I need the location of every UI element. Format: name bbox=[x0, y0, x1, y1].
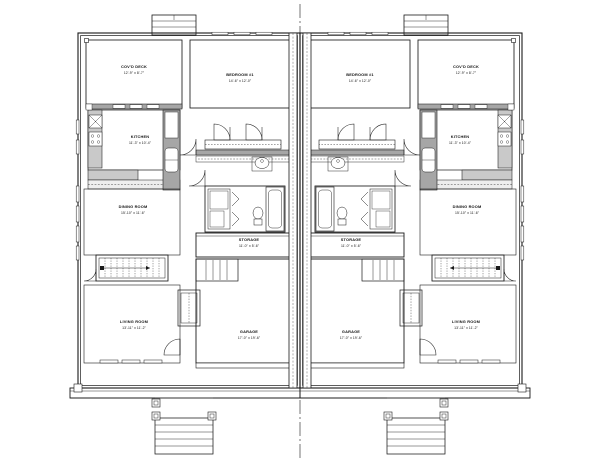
dim-bedroom-left: 14'-6" x 12'-0" bbox=[229, 79, 252, 83]
dim-kitchen-right: 11'-3" x 10'-4" bbox=[449, 141, 472, 145]
dim-living-left: 13'-11" x 11'-2" bbox=[122, 326, 147, 330]
label-bedroom-left: BEDROOM #1 bbox=[226, 72, 254, 77]
right-room-labels: COV'D DECK 12'-9" x 8'-7" BEDROOM #1 14'… bbox=[340, 64, 482, 340]
dim-living-right: 13'-11" x 11'-2" bbox=[454, 326, 479, 330]
label-kitchen-right: KITCHEN bbox=[451, 134, 470, 139]
label-living-right: LIVING ROOM bbox=[452, 319, 480, 324]
label-garage-right: GARAGE bbox=[342, 329, 360, 334]
label-covd-deck-left: COV'D DECK bbox=[121, 64, 147, 69]
label-garage-left: GARAGE bbox=[240, 329, 258, 334]
label-storage-left: STORAGE bbox=[239, 237, 260, 242]
dim-covd-deck-right: 12'-9" x 8'-7" bbox=[456, 71, 477, 75]
dim-kitchen-left: 11'-3" x 10'-4" bbox=[129, 141, 152, 145]
label-storage-right: STORAGE bbox=[341, 237, 362, 242]
dim-covd-deck-left: 12'-9" x 8'-7" bbox=[124, 71, 145, 75]
label-covd-deck-right: COV'D DECK bbox=[453, 64, 479, 69]
dim-dining-right: 15'-10" x 11'-6" bbox=[455, 211, 480, 215]
left-room-labels: COV'D DECK 12'-9" x 8'-7" BEDROOM #1 14'… bbox=[119, 64, 261, 340]
dim-dining-left: 15'-10" x 11'-6" bbox=[121, 211, 146, 215]
label-dining-right: DINING ROOM bbox=[453, 204, 482, 209]
label-bedroom-right: BEDROOM #1 bbox=[346, 72, 374, 77]
label-dining-left: DINING ROOM bbox=[119, 204, 148, 209]
dim-storage-right: 11'-0" x 5'-6" bbox=[341, 244, 362, 248]
dim-garage-left: 17'-0" x 19'-6" bbox=[238, 336, 261, 340]
label-kitchen-left: KITCHEN bbox=[131, 134, 150, 139]
label-living-left: LIVING ROOM bbox=[120, 319, 148, 324]
dim-garage-right: 17'-0" x 19'-6" bbox=[340, 336, 363, 340]
dim-bedroom-right: 14'-6" x 12'-0" bbox=[349, 79, 372, 83]
dim-storage-left: 11'-0" x 5'-6" bbox=[239, 244, 260, 248]
